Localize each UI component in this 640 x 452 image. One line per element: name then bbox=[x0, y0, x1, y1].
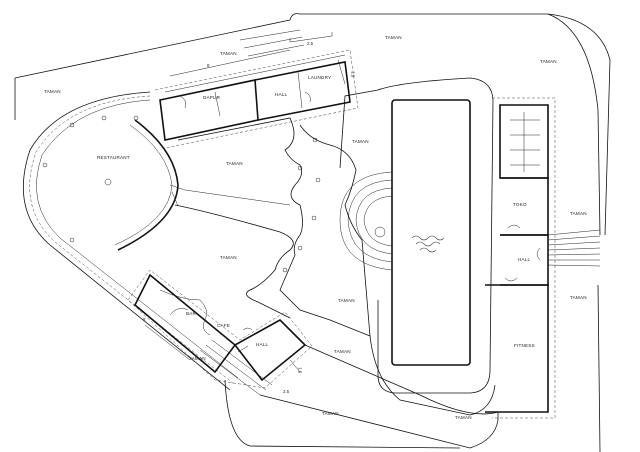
label-bar: BAR bbox=[186, 311, 197, 316]
right-building bbox=[485, 97, 601, 419]
label-dapur: DAPUR bbox=[203, 95, 221, 100]
label-hall-top: HALL bbox=[275, 92, 288, 97]
label-taman-right-1: TAMAN bbox=[570, 211, 587, 216]
dimension-bottom-depth: 1.5 bbox=[297, 367, 303, 374]
label-taman-bottom-right: TAMAN bbox=[455, 415, 472, 420]
pool-area bbox=[339, 77, 496, 416]
label-taman-mid: TAMAN bbox=[226, 161, 243, 166]
label-hall-bottom: HALL bbox=[256, 342, 269, 347]
dimension-top-width: 2.5 bbox=[307, 41, 314, 46]
label-cafe: CAFE bbox=[217, 323, 231, 328]
label-taman-center: TAMAN bbox=[220, 255, 237, 260]
dimension-bottom-width: 2.5 bbox=[283, 389, 290, 394]
restaurant-room bbox=[42, 115, 186, 251]
dimension-top-left: 8 bbox=[207, 63, 210, 68]
central-garden bbox=[174, 117, 371, 337]
label-taman-bottom-left: TAMAN bbox=[189, 356, 206, 361]
dimension-top-depth: 1.5 bbox=[350, 71, 356, 78]
label-taman-bottom-mid: TAMAN bbox=[334, 349, 351, 354]
label-laundry: LAUNDRY bbox=[308, 75, 332, 80]
label-taman-top-left: TAMAN bbox=[44, 89, 61, 94]
restaurant-wing-outline bbox=[22, 91, 239, 391]
label-taman-lower-center: TAMAN bbox=[338, 298, 355, 303]
service-block-top bbox=[154, 29, 359, 149]
label-fitness: FITNESS bbox=[514, 343, 535, 348]
garden-boundary bbox=[14, 13, 611, 452]
label-restaurant: RESTAURANT bbox=[97, 155, 130, 160]
service-block-bottom bbox=[127, 269, 313, 396]
bottom-garden bbox=[259, 344, 499, 449]
dimension-bottom-left: 8 bbox=[143, 317, 146, 322]
label-taman-top-right: TAMAN bbox=[385, 35, 402, 40]
label-taman-top-far-right: TAMAN bbox=[540, 59, 557, 64]
label-taman-right-2: TAMAN bbox=[570, 295, 587, 300]
label-hall-right: HALL bbox=[518, 257, 531, 262]
label-taman-bottom: TAMAN bbox=[322, 411, 339, 416]
label-taman-top-center: TAMAN bbox=[220, 51, 237, 56]
label-toko: TOKO bbox=[513, 202, 527, 207]
label-taman-pool-left: TAMAN bbox=[352, 139, 369, 144]
